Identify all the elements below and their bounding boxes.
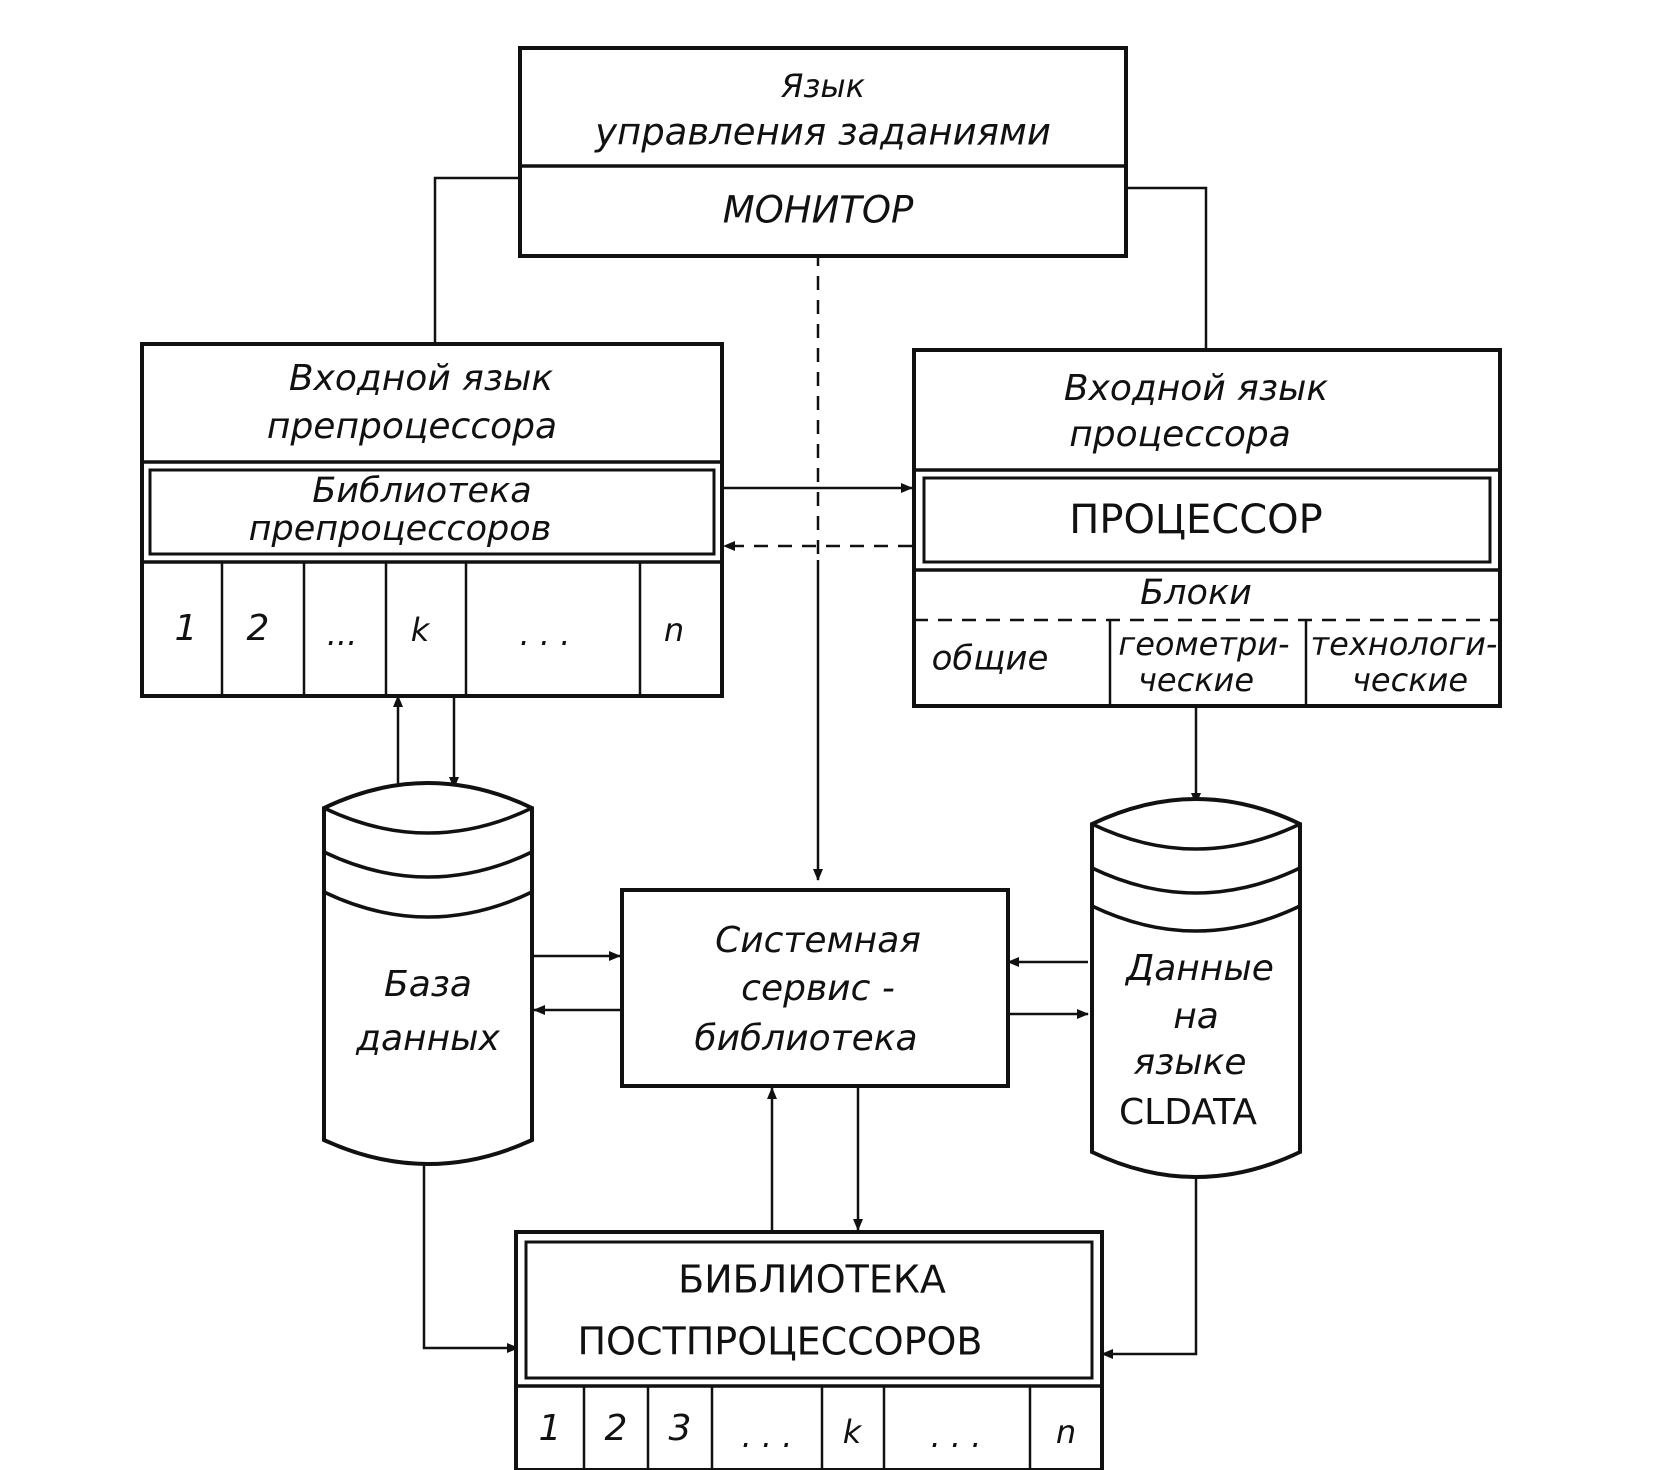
preprocessor-cell-k: k — [411, 611, 431, 649]
processor-col-geometric-line1: геометри- — [1118, 625, 1289, 663]
postprocessor-cell-3: 3 — [669, 1408, 692, 1449]
preprocessor-input-language-line1: Входной язык — [289, 358, 554, 399]
cldata-body — [1090, 797, 1302, 1179]
preprocessor-library-line2: препроцессоров — [249, 509, 552, 549]
database-label-line2: данных — [355, 1018, 500, 1059]
service-library-block: Системная сервис - библиотека — [620, 888, 1010, 1088]
preprocessor-cell-2: 2 — [247, 608, 270, 649]
processor-col-technological-line2: ческие — [1352, 661, 1468, 699]
database-band-1 — [323, 806, 533, 835]
cldata-label-line3: языке — [1133, 1042, 1246, 1083]
monitor-frame — [518, 46, 1128, 258]
processor-col-geometric-line2: ческие — [1138, 661, 1254, 699]
preprocessor-library-line1: Библиотека — [312, 471, 531, 511]
postprocessor-cell-ellipsis-1: . . . — [742, 1417, 793, 1455]
link-database-to-postprocessor — [422, 1164, 519, 1353]
monitor-label: МОНИТОР — [723, 189, 914, 232]
connectors — [393, 176, 1208, 1359]
database-cylinder: База данных — [322, 781, 534, 1166]
postprocessor-cell-n: n — [1056, 1413, 1076, 1451]
processor-label-frame — [922, 476, 1492, 564]
cldata-label-line1: Данные — [1124, 948, 1274, 989]
preprocessor-cell-ellipsis-2: . . . — [520, 615, 571, 653]
monitor-block: Язык управления заданиями МОНИТОР — [518, 46, 1128, 258]
preprocessor-cell-ellipsis-1: ... — [327, 615, 358, 653]
preprocessor-input-language-line2: препроцессора — [267, 406, 557, 447]
postprocessor-block: БИБЛИОТЕКА ПОСТПРОЦЕССОРОВ 1 2 3 . . . k… — [514, 1230, 1104, 1470]
job-control-language-title-line2: управления заданиями — [594, 111, 1051, 154]
database-label-line1: База — [384, 964, 472, 1005]
service-library-line2: сервис - — [741, 968, 895, 1009]
postprocessor-cell-ellipsis-2: . . . — [931, 1417, 982, 1455]
processor-input-language-line1: Входной язык — [1064, 368, 1329, 409]
preprocessor-cell-1: 1 — [175, 608, 198, 649]
cldata-cylinder: Данные на языке CLDATA — [1090, 797, 1302, 1179]
cldata-band-2 — [1091, 866, 1301, 895]
database-band-2 — [323, 850, 533, 879]
service-library-frame — [620, 888, 1010, 1088]
processor-col-general: общие — [932, 639, 1049, 679]
cldata-label-line4: CLDATA — [1119, 1092, 1257, 1133]
preprocessor-library-frame — [148, 468, 716, 556]
postprocessor-library-line2: ПОСТПРОЦЕССОРОВ — [577, 1320, 982, 1364]
service-library-line3: библиотека — [694, 1018, 917, 1059]
link-cldata-to-postprocessor — [1101, 1178, 1198, 1359]
postprocessor-cell-2: 2 — [605, 1408, 628, 1449]
cldata-band-3 — [1091, 904, 1301, 933]
link-monitor-preprocessor — [433, 176, 520, 344]
cldata-band-1 — [1091, 822, 1301, 851]
processor-block: Входной язык процессора ПРОЦЕССОР Блоки … — [912, 348, 1502, 708]
processor-blocks-label: Блоки — [1140, 573, 1252, 613]
service-library-line1: Системная — [715, 920, 921, 961]
postprocessor-library-frame — [524, 1240, 1094, 1380]
database-body — [322, 781, 534, 1166]
processor-input-language-line2: процессора — [1069, 414, 1291, 455]
preprocessor-cell-n: n — [664, 611, 684, 649]
job-control-language-title-line1: Язык — [780, 67, 866, 105]
cldata-label-line2: на — [1173, 996, 1219, 1037]
postprocessor-cell-k: k — [843, 1413, 863, 1451]
processor-col-technological-line1: технологи- — [1311, 625, 1498, 663]
link-monitor-processor — [1126, 186, 1208, 350]
postprocessor-cell-1: 1 — [539, 1408, 562, 1449]
processor-label: ПРОЦЕССОР — [1069, 497, 1322, 543]
database-band-3 — [323, 890, 533, 919]
postprocessor-library-line1: БИБЛИОТЕКА — [678, 1258, 946, 1302]
preprocessor-block: Входной язык препроцессора Библиотека пр… — [140, 342, 724, 698]
